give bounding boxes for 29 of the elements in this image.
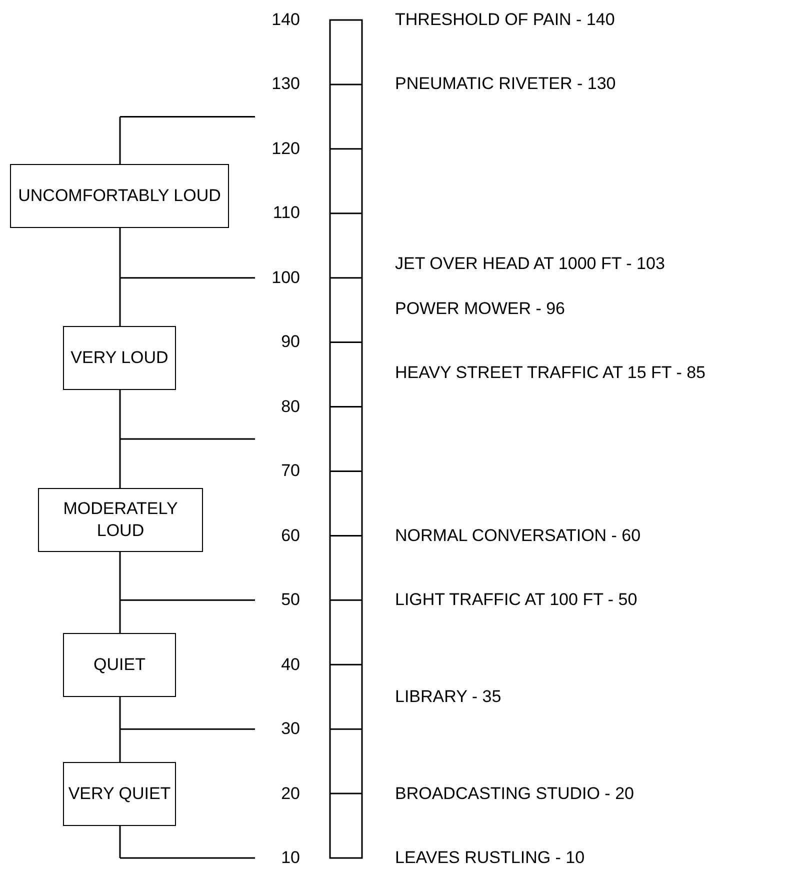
scale-value: 140 (272, 10, 300, 30)
sound-example: HEAVY STREET TRAFFIC AT 15 FT - 85 (395, 363, 706, 384)
scale-value: 50 (281, 590, 300, 610)
category-box: UNCOMFORTABLY LOUD (10, 164, 229, 228)
scale-value: 120 (272, 138, 300, 159)
scale-value: 30 (281, 719, 300, 740)
sound-example: LIBRARY - 35 (395, 686, 502, 707)
scale-value: 70 (281, 461, 300, 482)
scale-value: 130 (272, 74, 300, 94)
scale-value: 100 (272, 268, 300, 288)
sound-example: POWER MOWER - 96 (395, 298, 566, 319)
scale-value: 80 (281, 396, 300, 417)
sound-example: NORMAL CONVERSATION - 60 (395, 526, 641, 546)
sound-example: LIGHT TRAFFIC AT 100 FT - 50 (395, 590, 638, 610)
category-box: QUIET (63, 633, 176, 697)
category-box: VERY QUIET (63, 762, 176, 826)
category-box: MODERATELY LOUD (38, 488, 203, 552)
scale-value: 10 (281, 848, 300, 868)
sound-example: JET OVER HEAD AT 1000 FT - 103 (395, 254, 665, 274)
scale-value: 110 (272, 203, 300, 224)
scale-value: 90 (281, 332, 300, 352)
scale-value: 60 (281, 526, 300, 546)
sound-example: THRESHOLD OF PAIN - 140 (395, 10, 615, 30)
sound-example: PNEUMATIC RIVETER - 130 (395, 74, 616, 94)
category-box: VERY LOUD (63, 326, 176, 390)
scale-value: 20 (281, 784, 300, 804)
scale-value: 40 (281, 654, 300, 675)
sound-example: LEAVES RUSTLING - 10 (395, 848, 585, 868)
sound-example: BROADCASTING STUDIO - 20 (395, 784, 634, 804)
